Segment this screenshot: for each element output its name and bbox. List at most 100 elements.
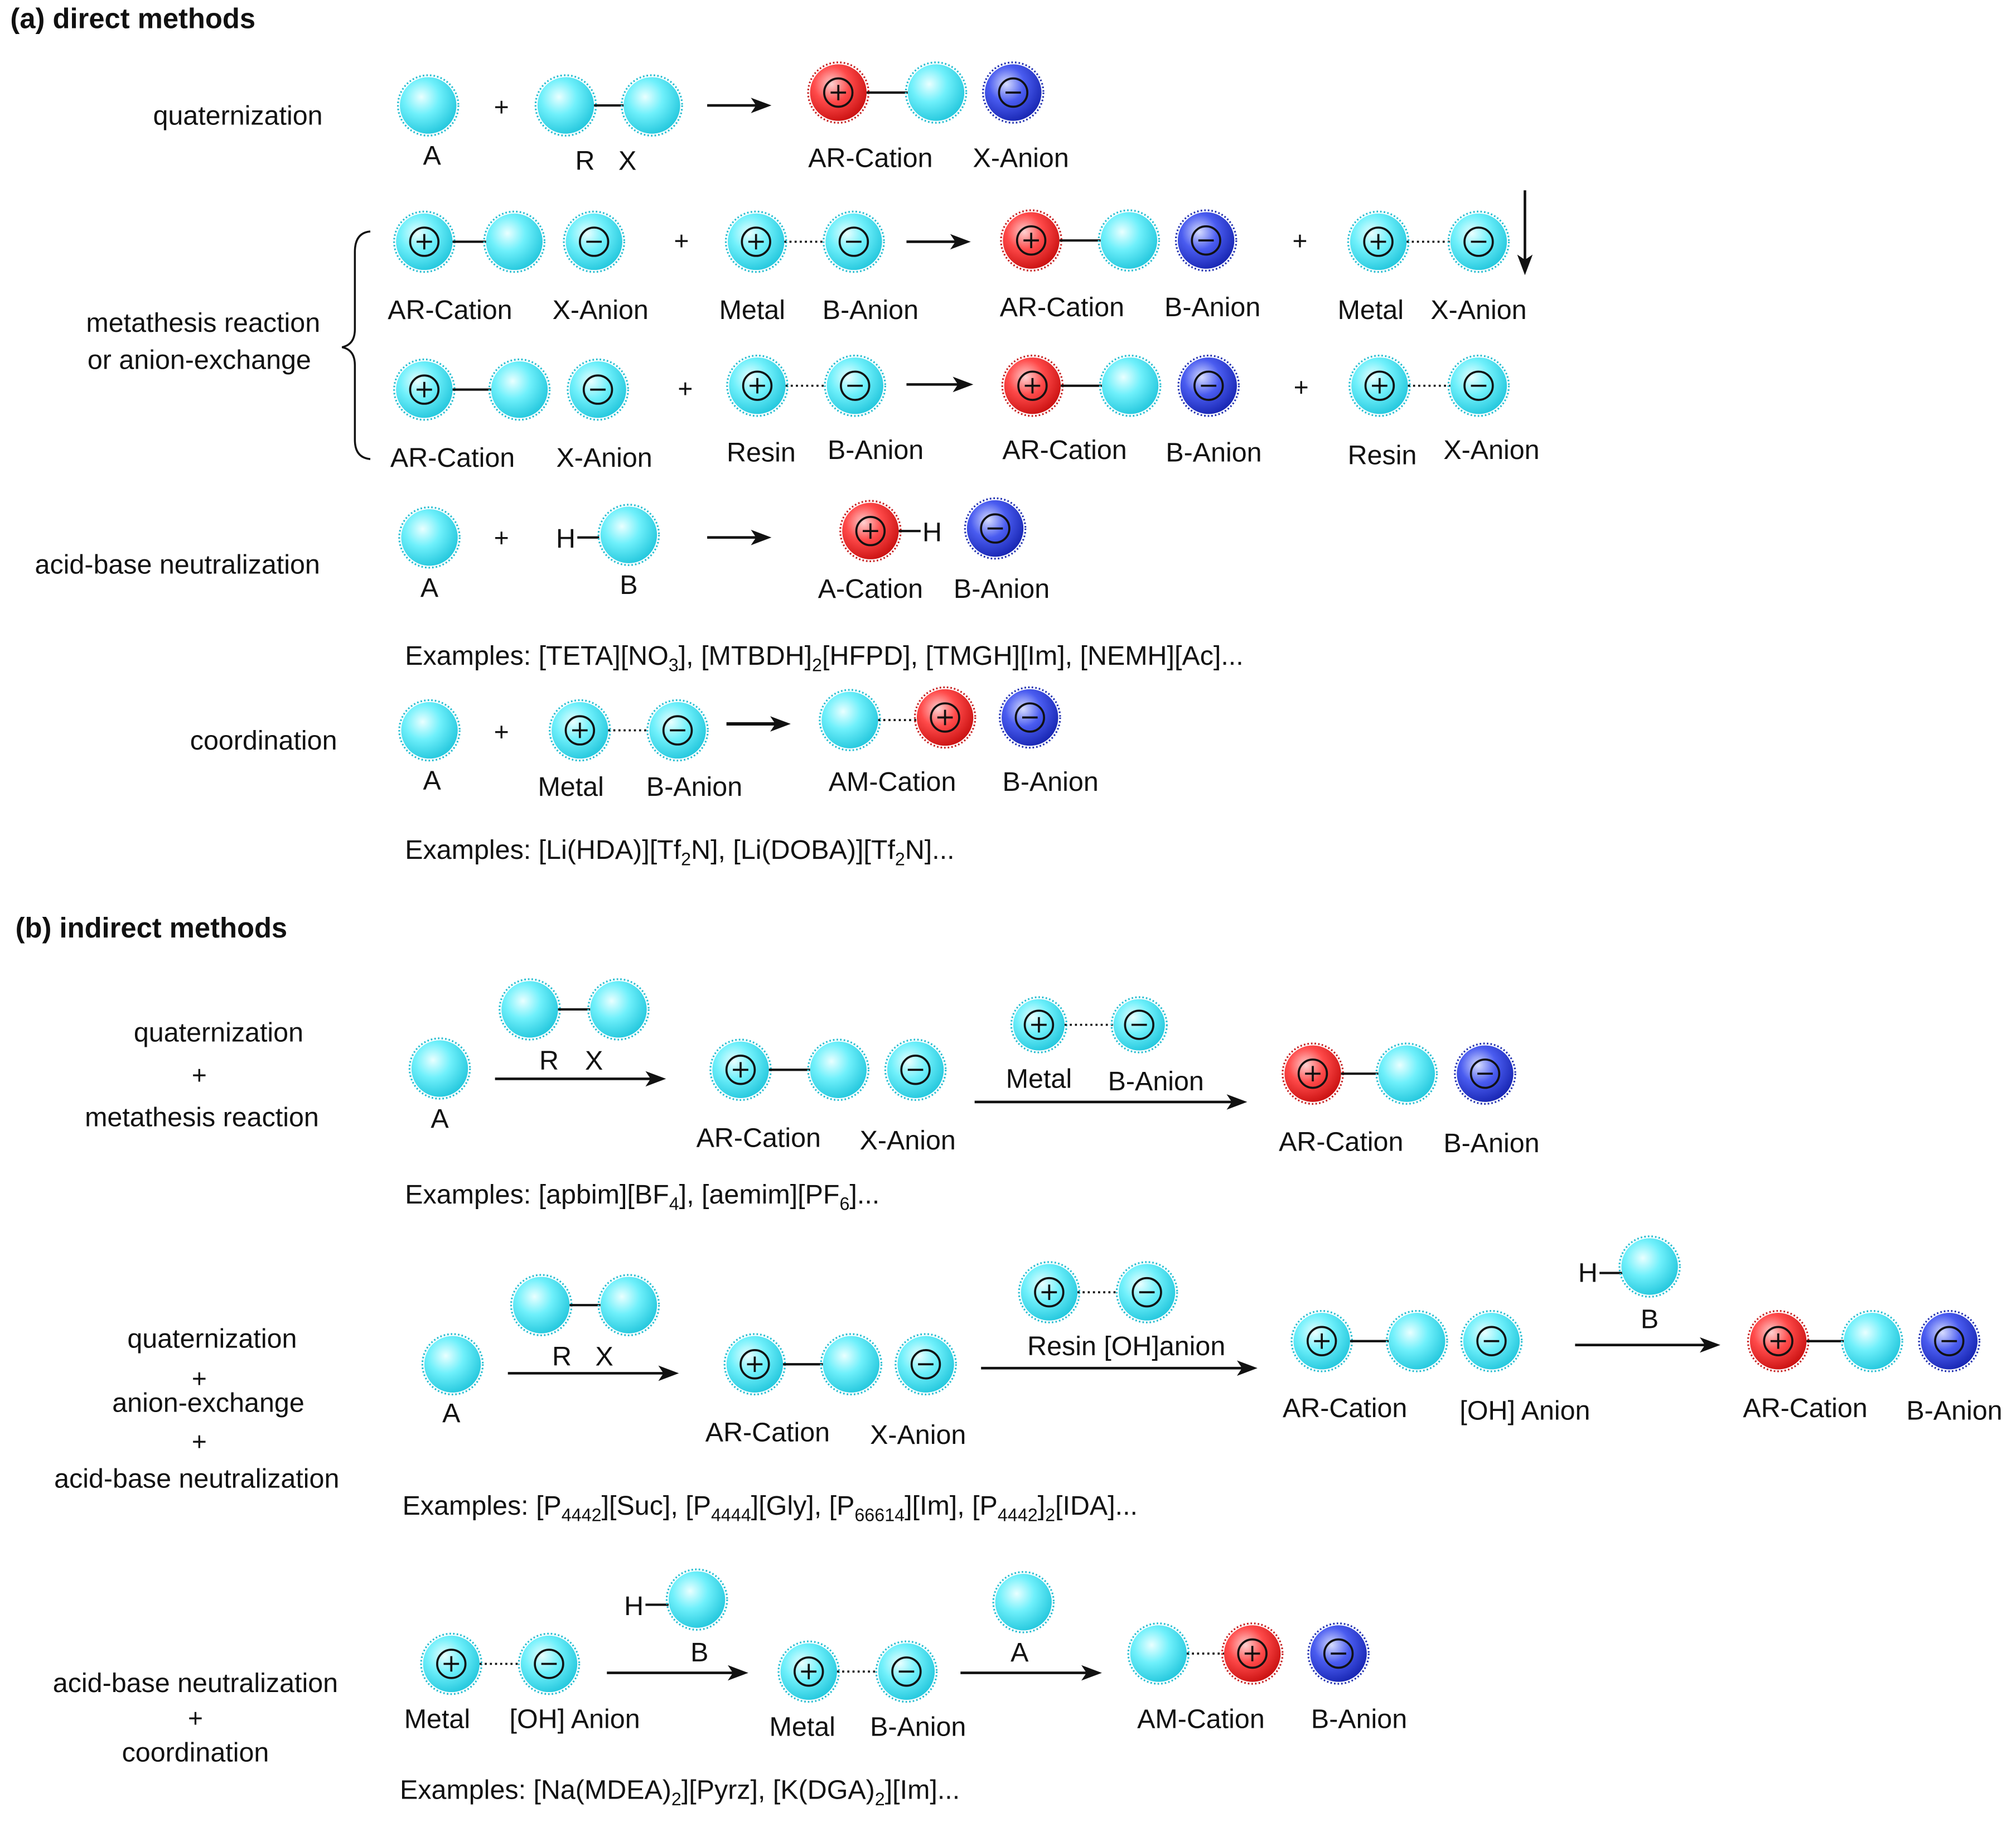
- anion-sphere-rim: [982, 61, 1045, 124]
- cation-sphere-rim: [1221, 1622, 1284, 1685]
- species-label: A: [431, 1104, 449, 1134]
- neutral-sphere-rim: [1841, 1309, 1903, 1372]
- plus-icon: [564, 715, 596, 746]
- neutral-sphere-rim: [408, 1037, 471, 1100]
- method-label: quaternization: [127, 1323, 297, 1354]
- charged-sphere-rim: [646, 699, 709, 762]
- species-label: Metal: [538, 772, 603, 802]
- neutral-sphere: [623, 77, 680, 134]
- species-label: Metal: [1338, 295, 1404, 325]
- species-label: B-Anion: [1906, 1395, 2002, 1425]
- anion-sphere-rim: [1174, 209, 1237, 272]
- neutral-sphere: [486, 213, 543, 270]
- species-label: Resin: [1348, 440, 1417, 470]
- examples-text: Examples: [P4442​][Suc], [P4444​][Gly], …: [403, 1491, 1138, 1525]
- plus-sign: +: [494, 93, 509, 122]
- neutral-sphere-rim: [1099, 354, 1162, 417]
- minus-icon: [1132, 1277, 1162, 1308]
- plus-icon: [1306, 1326, 1337, 1356]
- arrow-head: [953, 376, 974, 393]
- plus-icon: [823, 77, 854, 108]
- plus-sign: +: [1292, 226, 1307, 255]
- species-label: AR-Cation: [1002, 435, 1127, 465]
- neutral-sphere-rim: [587, 978, 650, 1041]
- charged-sphere-rim: [563, 210, 625, 273]
- charged-sphere-rim: [895, 1333, 957, 1396]
- neutral-sphere-rim: [1618, 1235, 1681, 1298]
- species-label: B-Anion: [1311, 1704, 1407, 1734]
- plus-sign: +: [188, 1703, 203, 1732]
- plus-icon: [1034, 1277, 1065, 1308]
- examples-text: Examples: [TETA][NO3​], [MTBDH]2​[HFPD],…: [405, 641, 1243, 675]
- neutral-sphere: [823, 1336, 880, 1393]
- arrow-head: [1226, 1094, 1248, 1110]
- plus-icon: [930, 702, 960, 733]
- neutral-sphere: [810, 1041, 867, 1098]
- minus-icon: [662, 715, 693, 746]
- species-label: AR-Cation: [388, 295, 512, 325]
- cation-sphere-rim: [913, 686, 976, 749]
- minus-icon: [1193, 370, 1224, 401]
- plus-icon: [1363, 226, 1394, 257]
- minus-icon: [1476, 1326, 1507, 1356]
- species-label: AR-Cation: [705, 1418, 830, 1448]
- method-label: coordination: [122, 1738, 269, 1768]
- neutral-sphere: [1389, 1313, 1445, 1370]
- minus-icon: [1014, 702, 1045, 733]
- method-label: quaternization: [134, 1018, 303, 1048]
- minus-icon: [838, 226, 869, 257]
- neutral-sphere-rim: [397, 74, 460, 137]
- species-label: X-Anion: [973, 143, 1069, 173]
- minus-icon: [900, 1055, 931, 1085]
- neutral-sphere: [1378, 1045, 1435, 1102]
- species-label: AM-Cation: [829, 767, 956, 797]
- neutral-sphere: [1621, 1238, 1678, 1295]
- species-label: R: [576, 146, 595, 176]
- species-label: R: [539, 1046, 559, 1076]
- neutral-sphere: [995, 1574, 1052, 1631]
- neutral-sphere: [424, 1336, 481, 1393]
- species-label: [OH] Anion: [510, 1704, 640, 1734]
- neutral-sphere: [501, 981, 558, 1038]
- neutral-sphere: [1130, 1625, 1187, 1682]
- neutral-sphere-rim: [665, 1568, 728, 1631]
- plus-icon: [1016, 225, 1047, 256]
- neutral-sphere: [401, 702, 458, 759]
- species-label: A: [420, 573, 439, 603]
- arrow-head: [1236, 1360, 1258, 1376]
- plus-sign: +: [192, 1364, 207, 1393]
- anion-sphere-rim: [1918, 1309, 1981, 1372]
- neutral-sphere: [821, 692, 878, 748]
- species-label: B: [1641, 1304, 1659, 1335]
- section-b-title: (b) indirect methods: [16, 912, 287, 944]
- neutral-sphere-rim: [398, 506, 461, 569]
- species-label: X-Anion: [553, 295, 649, 325]
- plus-icon: [409, 374, 440, 405]
- species-label: Metal: [1006, 1064, 1072, 1094]
- neutral-sphere-rim: [820, 1333, 883, 1396]
- method-label: or anion-exchange: [88, 345, 311, 375]
- method-label: acid-base neutralization: [54, 1464, 339, 1494]
- minus-icon: [1191, 225, 1221, 256]
- examples-text: Examples: [apbim][BF4​], [aemim][PF6​]..…: [405, 1180, 879, 1214]
- species-label: B-Anion: [823, 295, 918, 325]
- species-label: X: [595, 1342, 613, 1372]
- minus-icon: [534, 1649, 564, 1679]
- species-label: H: [556, 524, 576, 554]
- anion-sphere-rim: [1177, 354, 1240, 417]
- method-label: acid-base neutralization: [53, 1668, 338, 1698]
- species-label: B: [690, 1637, 708, 1668]
- neutral-sphere-rim: [992, 1570, 1055, 1633]
- anion-sphere-rim: [1454, 1042, 1516, 1105]
- arrow-head: [950, 234, 971, 250]
- neutral-sphere: [590, 981, 647, 1038]
- plus-sign: +: [494, 523, 509, 552]
- plus-sign: +: [192, 1061, 207, 1090]
- species-label: AR-Cation: [1000, 292, 1124, 322]
- plus-icon: [794, 1656, 824, 1687]
- species-label: B-Anion: [828, 435, 924, 465]
- arrow-head: [727, 1665, 748, 1681]
- plus-icon: [436, 1649, 467, 1679]
- arrow-head: [658, 1365, 679, 1381]
